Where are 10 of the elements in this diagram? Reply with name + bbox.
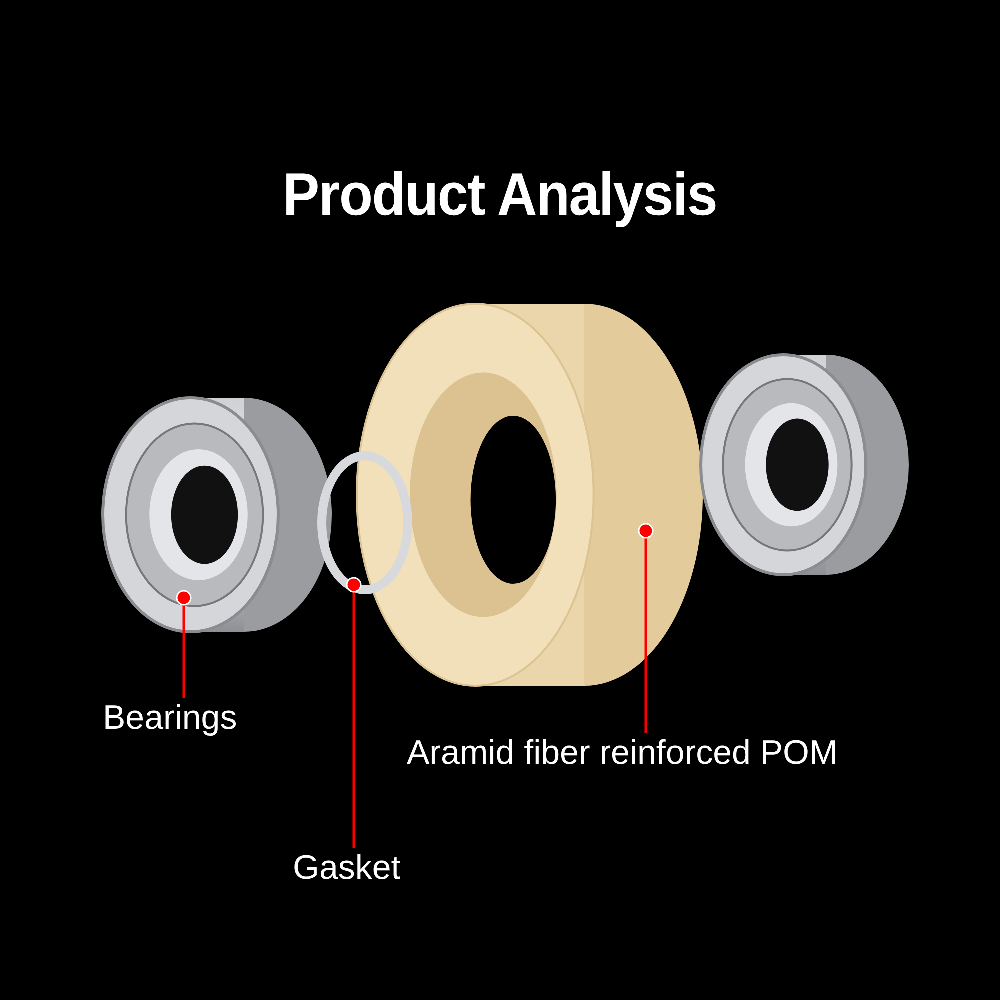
gasket-ring-drawing: [316, 450, 414, 596]
leader-line: [176, 590, 192, 698]
bearing-drawing: [100, 395, 335, 635]
leader-line: [638, 523, 654, 733]
title: Product Analysis: [282, 160, 718, 229]
wheel-drawing: [355, 302, 705, 688]
leader-line: [346, 577, 362, 848]
part-label: Gasket: [293, 848, 401, 888]
part-label: Aramid fiber reinforced POM: [407, 733, 838, 773]
part-label: Bearings: [103, 698, 238, 738]
